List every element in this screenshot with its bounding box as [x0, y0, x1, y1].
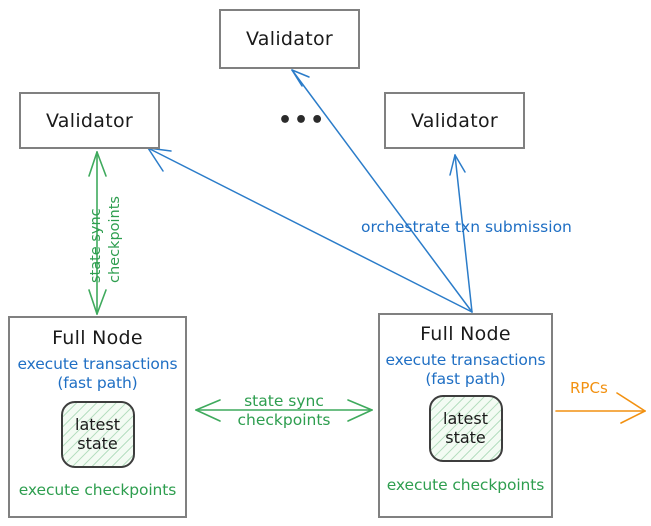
fast-path-line-1: execute transactions [17, 355, 178, 373]
mid-state-sync-line-2: checkpoints [237, 411, 331, 430]
latest-state-line-2: state [77, 433, 118, 453]
fast-path-line-2: (fast path) [425, 369, 506, 388]
full-node-fast-path-label: execute transactions (fast path) [17, 355, 177, 392]
mid-state-sync-label: state sync checkpoints [228, 392, 340, 431]
arrow-rpcs [555, 392, 646, 424]
full-node-title: Full Node [420, 323, 511, 345]
validator-box-left[interactable]: Validator [19, 92, 160, 149]
full-node-fast-path-label: execute transactions (fast path) [385, 351, 545, 388]
validator-box-top[interactable]: Validator [219, 9, 360, 69]
left-state-sync-label-line-1: state sync [88, 208, 104, 283]
mid-state-sync-line-1: state sync [244, 392, 324, 410]
rpcs-label: RPCs [570, 379, 608, 397]
full-node-box-left[interactable]: Full Node execute transactions (fast pat… [8, 316, 187, 518]
validator-label: Validator [45, 109, 133, 132]
validator-label: Validator [245, 28, 333, 50]
latest-state-line-2: state [445, 427, 486, 447]
fast-path-line-1: execute transactions [385, 351, 546, 369]
fast-path-line-2: (fast path) [57, 373, 138, 392]
full-node-title: Full Node [52, 327, 143, 349]
execute-checkpoints-label: execute checkpoints [18, 481, 177, 500]
validator-box-right[interactable]: Validator [384, 92, 525, 149]
validator-label: Validator [410, 109, 498, 132]
execute-checkpoints-label: execute checkpoints [386, 476, 545, 495]
orchestrate-txn-submission-label: orchestrate txn submission [361, 218, 572, 236]
latest-state-box[interactable]: latest state [428, 395, 503, 463]
latest-state-line-1: latest [75, 415, 120, 435]
full-node-box-right[interactable]: Full Node execute transactions (fast pat… [378, 313, 553, 518]
ellipsis-more-validators: ••• [278, 108, 327, 133]
left-state-sync-label-line-2: checkpoints [107, 196, 123, 283]
latest-state-box[interactable]: latest state [60, 401, 135, 469]
latest-state-line-1: latest [443, 409, 488, 429]
